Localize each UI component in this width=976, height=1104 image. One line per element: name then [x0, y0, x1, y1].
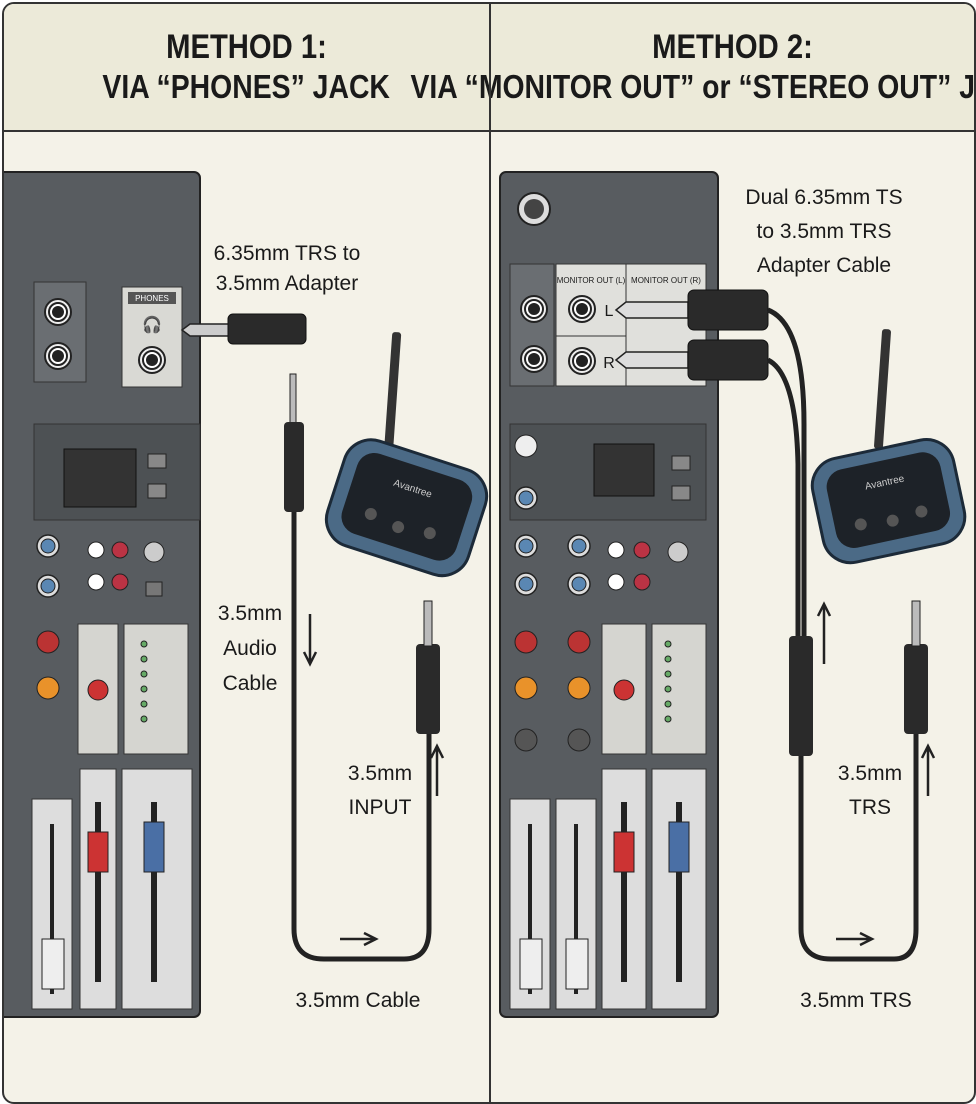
trs-label-1: 3.5mm [838, 762, 902, 785]
arrow-right-icon [340, 931, 379, 947]
method1-subtitle: VIA “PHONES” JACK [102, 68, 391, 105]
arrow-up-icon [429, 743, 445, 796]
input-label-1: 3.5mm [348, 762, 412, 785]
bluetooth-transmitter-left: Avantree [324, 332, 489, 578]
arrow-up-icon [816, 601, 832, 664]
divider [489, 4, 491, 1102]
trs-adapter [180, 313, 307, 345]
headphones-icon: 🎧 [142, 315, 162, 334]
arrow-up-icon [920, 743, 936, 796]
bottom-trs-label: 3.5mm TRS [800, 989, 912, 1012]
arrow-right-icon [836, 931, 875, 947]
mixer-right: MONITOR OUT (L) MONITOR OUT (R) L R [499, 171, 719, 1018]
method2-subtitle: VIA “MONITOR OUT” or “STEREO OUT” JACKS [410, 68, 975, 105]
monitor-out-l-label: MONITOR OUT (L) [557, 276, 626, 285]
method2-title: METHOD 2: [652, 28, 813, 66]
adapter-label-1: 6.35mm TRS to [214, 242, 361, 265]
arrow-down-icon [302, 614, 318, 667]
monitor-out-r-label: MONITOR OUT (R) [631, 276, 701, 285]
method1-header: METHOD 1: VIA “PHONES” JACK [4, 4, 489, 132]
jack-r-label: R [603, 355, 615, 372]
bottom-cable-label: 3.5mm Cable [296, 989, 421, 1012]
cable-label-1: Dual 6.35mm TS [745, 186, 902, 209]
method1-title: METHOD 1: [166, 28, 327, 66]
audio-cable-left [284, 373, 440, 962]
input-label-2: INPUT [349, 796, 412, 819]
mixer-left: PHONES 🎧 [4, 171, 201, 1018]
cable-label-2: to 3.5mm TRS [757, 220, 892, 243]
cable-label-3: Adapter Cable [757, 254, 891, 277]
diagram-illustration: PHONES 🎧 6.35m [4, 171, 967, 1018]
bluetooth-transmitter-right: Avantree [810, 329, 967, 565]
audio-cable-label-1: 3.5mm [218, 602, 282, 625]
method2-header: METHOD 2: VIA “MONITOR OUT” or “STEREO O… [410, 4, 974, 132]
dual-ts-cable [614, 289, 928, 962]
phones-label: PHONES [135, 294, 169, 303]
adapter-label-2: 3.5mm Adapter [216, 272, 358, 295]
trs-label-2: TRS [849, 796, 891, 819]
audio-cable-label-2: Audio [223, 637, 277, 660]
audio-cable-label-3: Cable [223, 672, 278, 695]
jack-l-label: L [605, 303, 614, 320]
